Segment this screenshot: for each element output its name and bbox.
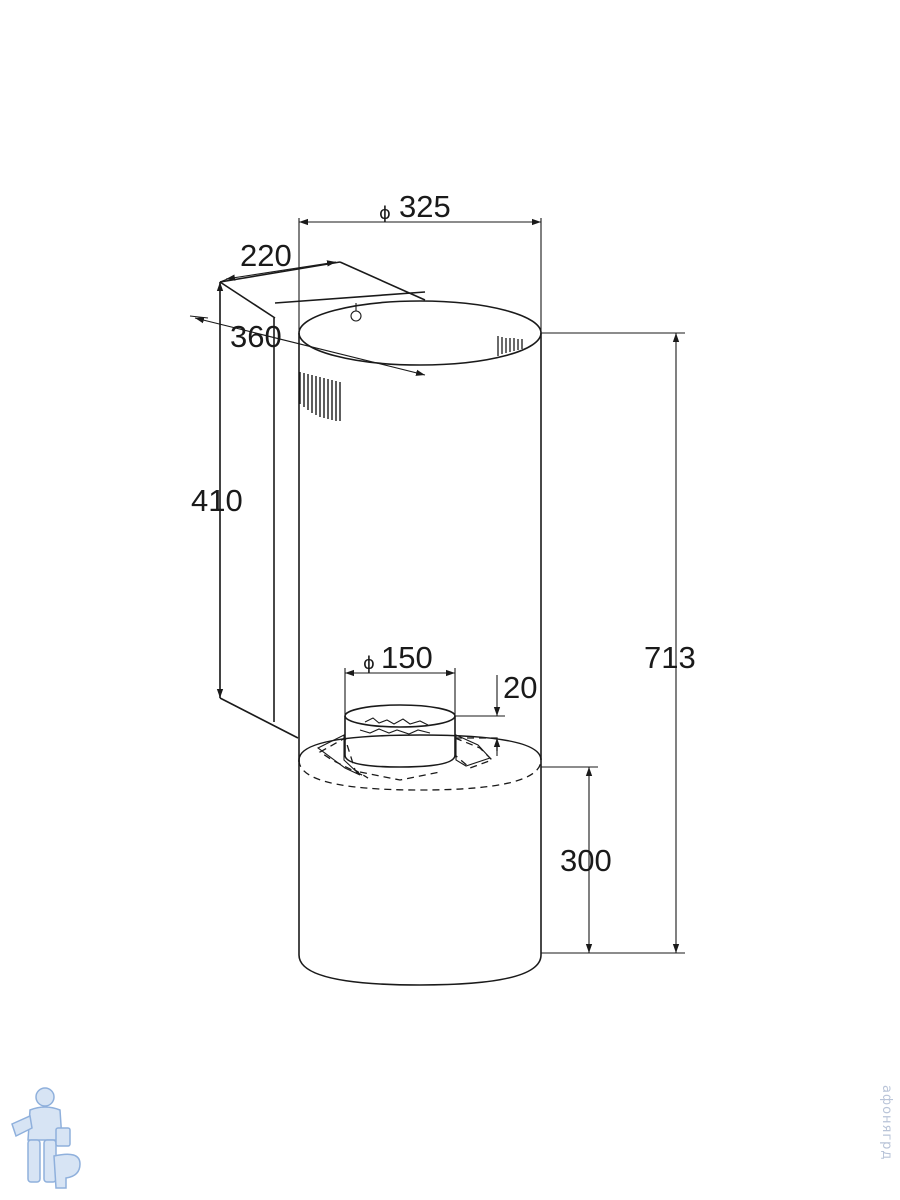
watermark-text: афонягрд — [879, 1085, 894, 1161]
vent-grille-left — [299, 372, 341, 421]
cylinder-body — [298, 300, 542, 986]
dimension-lines — [189, 218, 685, 954]
duct-diameter-label: 150 — [381, 640, 433, 675]
bracket-height-label: 410 — [191, 483, 243, 518]
duct-collar — [344, 704, 456, 768]
phi-symbol-duct: ϕ — [363, 653, 375, 674]
phi-symbol-outer: ϕ — [379, 203, 391, 224]
collar-height-label: 20 — [503, 670, 537, 705]
motor-base — [316, 734, 498, 781]
depth-label: 220 — [240, 238, 292, 273]
lower-height-label: 300 — [560, 843, 612, 878]
vent-grille-right — [497, 336, 523, 356]
width-label: 360 — [230, 319, 282, 354]
total-height-label: 713 — [644, 640, 696, 675]
outer-diameter-label: 325 — [399, 189, 451, 224]
plumber-logo-icon — [11, 1087, 81, 1189]
